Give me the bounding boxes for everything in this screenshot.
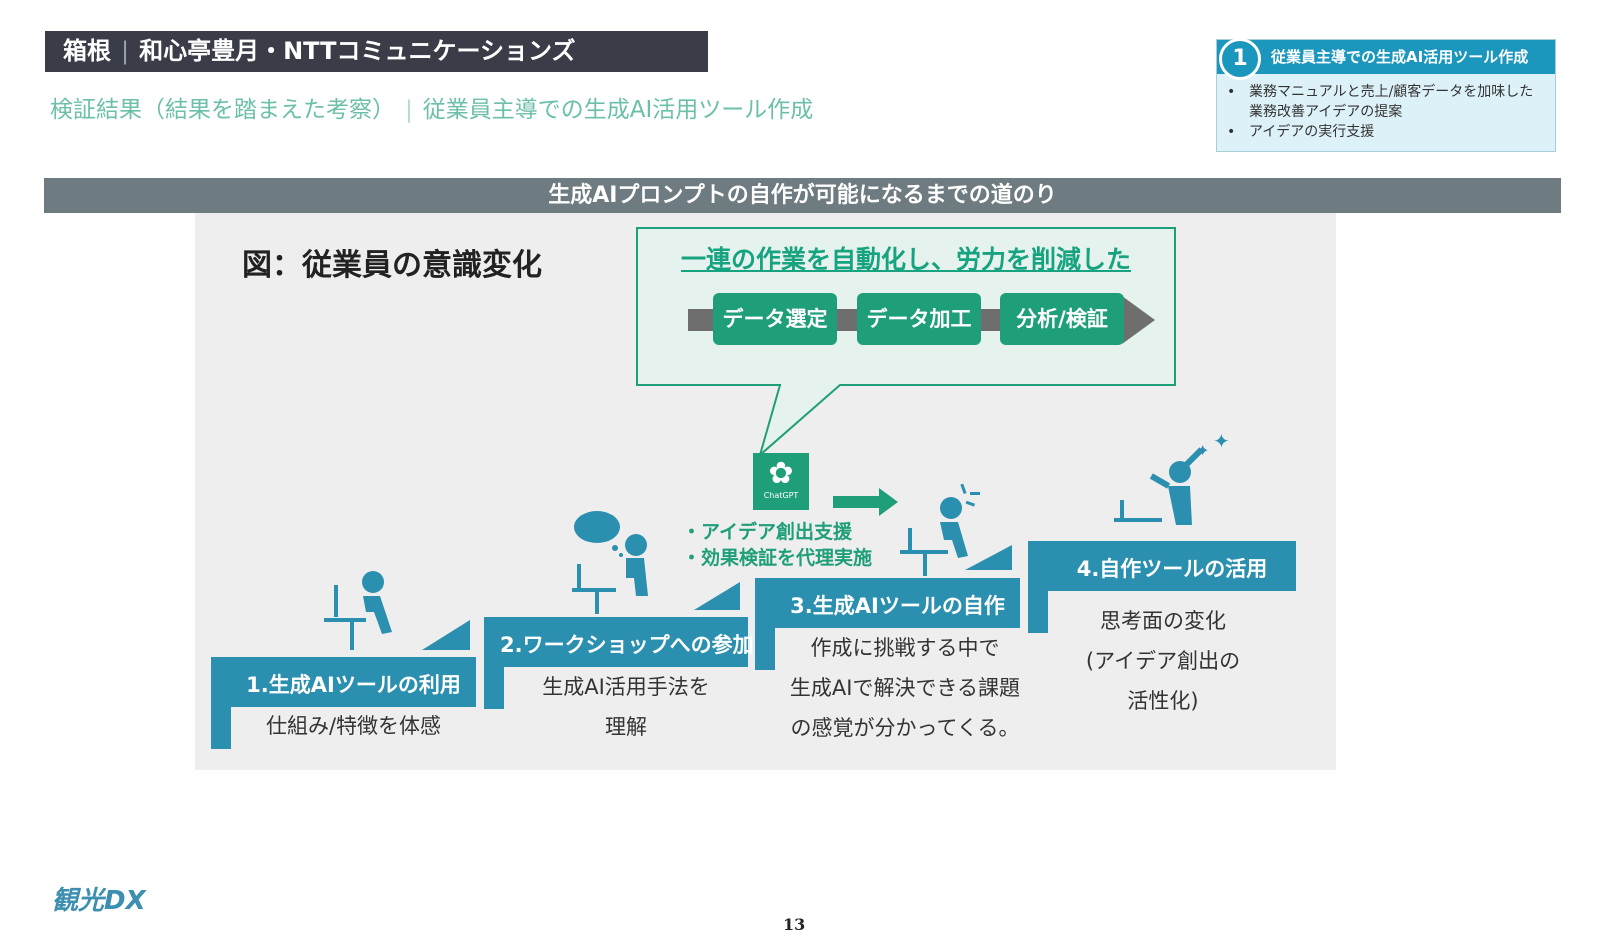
step-1-block [211, 657, 476, 707]
chatgpt-support-list: ・アイデア創出支援 ・効果検証を代理実施 [682, 519, 872, 571]
page-number: 13 [783, 915, 806, 934]
step-ramps [422, 545, 1012, 650]
process-arrow-head [1122, 296, 1155, 344]
deck-title-bar: 箱根 | 和心亭豊月・NTTコミュニケーションズ [45, 31, 708, 72]
desc-line: 生成AIで解決できる課題 [789, 676, 1021, 700]
info-item-line: アイデアの実行支援 [1249, 124, 1375, 140]
process-step-analysis: 分析/検証 [1000, 293, 1124, 345]
info-box-list: 業務マニュアルと売上/顧客データを加味した 業務改善アイデアの提案 アイデアの実… [1227, 82, 1533, 142]
person-thinking-icon [572, 511, 648, 614]
topic-number-badge: 1 [1219, 38, 1261, 80]
desc-line: 思考面の変化 [1100, 609, 1226, 633]
desc-line: 仕組み/特徴を体感 [265, 714, 442, 738]
info-item: 業務マニュアルと売上/顧客データを加味した 業務改善アイデアの提案 [1227, 82, 1533, 122]
desc-line: 活性化) [1127, 689, 1199, 713]
sparkle-icon: ✦ [1213, 429, 1230, 453]
support-item: ・効果検証を代理実施 [682, 547, 873, 569]
sparkle-icon: ✦ [1196, 441, 1209, 460]
figure-title: 図：従業員の意識変化 [242, 248, 542, 283]
company-name: 箱根 [63, 37, 111, 65]
step-2-description: 生成AI活用手法を 理解 [504, 667, 748, 747]
chatgpt-logo: ✿ ChatGPT [753, 453, 809, 510]
chatgpt-arrow-shaft [833, 496, 881, 508]
step-3-riser [755, 578, 775, 670]
callout-title: 一連の作業を自動化し、労力を削減した [680, 245, 1131, 274]
chatgpt-caption: ChatGPT [763, 491, 799, 500]
slide-subtitle: 検証結果（結果を踏まえた考察） | 従業員主導での生成AI活用ツール作成 [50, 90, 813, 124]
topic-info-box: 従業員主導での生成AI活用ツール作成 1 業務マニュアルと売上/顧客データを加味… [1216, 38, 1556, 152]
step-4-description: 思考面の変化 (アイデア創出の 活性化) [1048, 601, 1278, 721]
desc-line: (アイデア創出の [1085, 649, 1241, 673]
subtitle-main: 検証結果（結果を踏まえた考察） [50, 97, 395, 123]
process-step-data-processing: データ加工 [857, 293, 981, 345]
desc-line: 作成に挑戦する中で [810, 636, 1000, 660]
partner-names: 和心亭豊月・NTTコミュニケーションズ [139, 37, 576, 65]
step-1-riser [211, 657, 231, 749]
step-4-label: 4.自作ツールの活用 [1076, 557, 1268, 581]
process-step-data-selection: データ選定 [713, 293, 837, 345]
info-item-line: 業務改善アイデアの提案 [1249, 104, 1403, 120]
step-4-riser [1028, 541, 1048, 633]
desc-line: 理解 [605, 715, 647, 739]
step-4-block [1028, 541, 1296, 591]
step-1-label: 1.生成AIツールの利用 [246, 673, 461, 697]
person-building-icon [900, 483, 980, 576]
stair-steps [211, 541, 1296, 749]
section-title-band: 生成AIプロンプトの自作が可能になるまでの道のり [44, 178, 1561, 213]
info-item: アイデアの実行支援 [1227, 122, 1533, 142]
openai-icon: ✿ [768, 456, 794, 491]
info-box-title: 従業員主導での生成AI活用ツール作成 [1217, 40, 1555, 74]
ramp-1 [422, 620, 470, 650]
subtitle-separator: | [405, 97, 413, 123]
desc-line: の感覚が分かってくる。 [790, 716, 1020, 740]
step-2-block [484, 617, 748, 667]
desc-line: 生成AI活用手法を [542, 675, 710, 699]
person-using-pc-icon [324, 571, 392, 650]
chatgpt-arrow-head [879, 488, 898, 516]
step-2-label: 2.ワークショップへの参加 [500, 633, 754, 657]
step-3-block [755, 578, 1020, 628]
subtitle-topic: 従業員主導での生成AI活用ツール作成 [422, 97, 814, 123]
title-separator: | [121, 37, 130, 65]
support-item: ・アイデア創出支援 [682, 521, 853, 543]
person-celebrating-icon: ✦ ✦ [1114, 429, 1230, 525]
ramp-2 [694, 582, 740, 610]
ramp-3 [965, 545, 1012, 570]
step-1-description: 仕組み/特徴を体感 [231, 706, 476, 746]
step-3-label: 3.生成AIツールの自作 [790, 594, 1005, 618]
info-item-line: 業務マニュアルと売上/顧客データを加味した [1249, 84, 1534, 100]
step-2-riser [484, 617, 504, 709]
step-3-description: 作成に挑戦する中で 生成AIで解決できる課題 の感覚が分かってくる。 [775, 628, 1035, 748]
kanko-dx-logo: 観光DX [52, 886, 146, 916]
